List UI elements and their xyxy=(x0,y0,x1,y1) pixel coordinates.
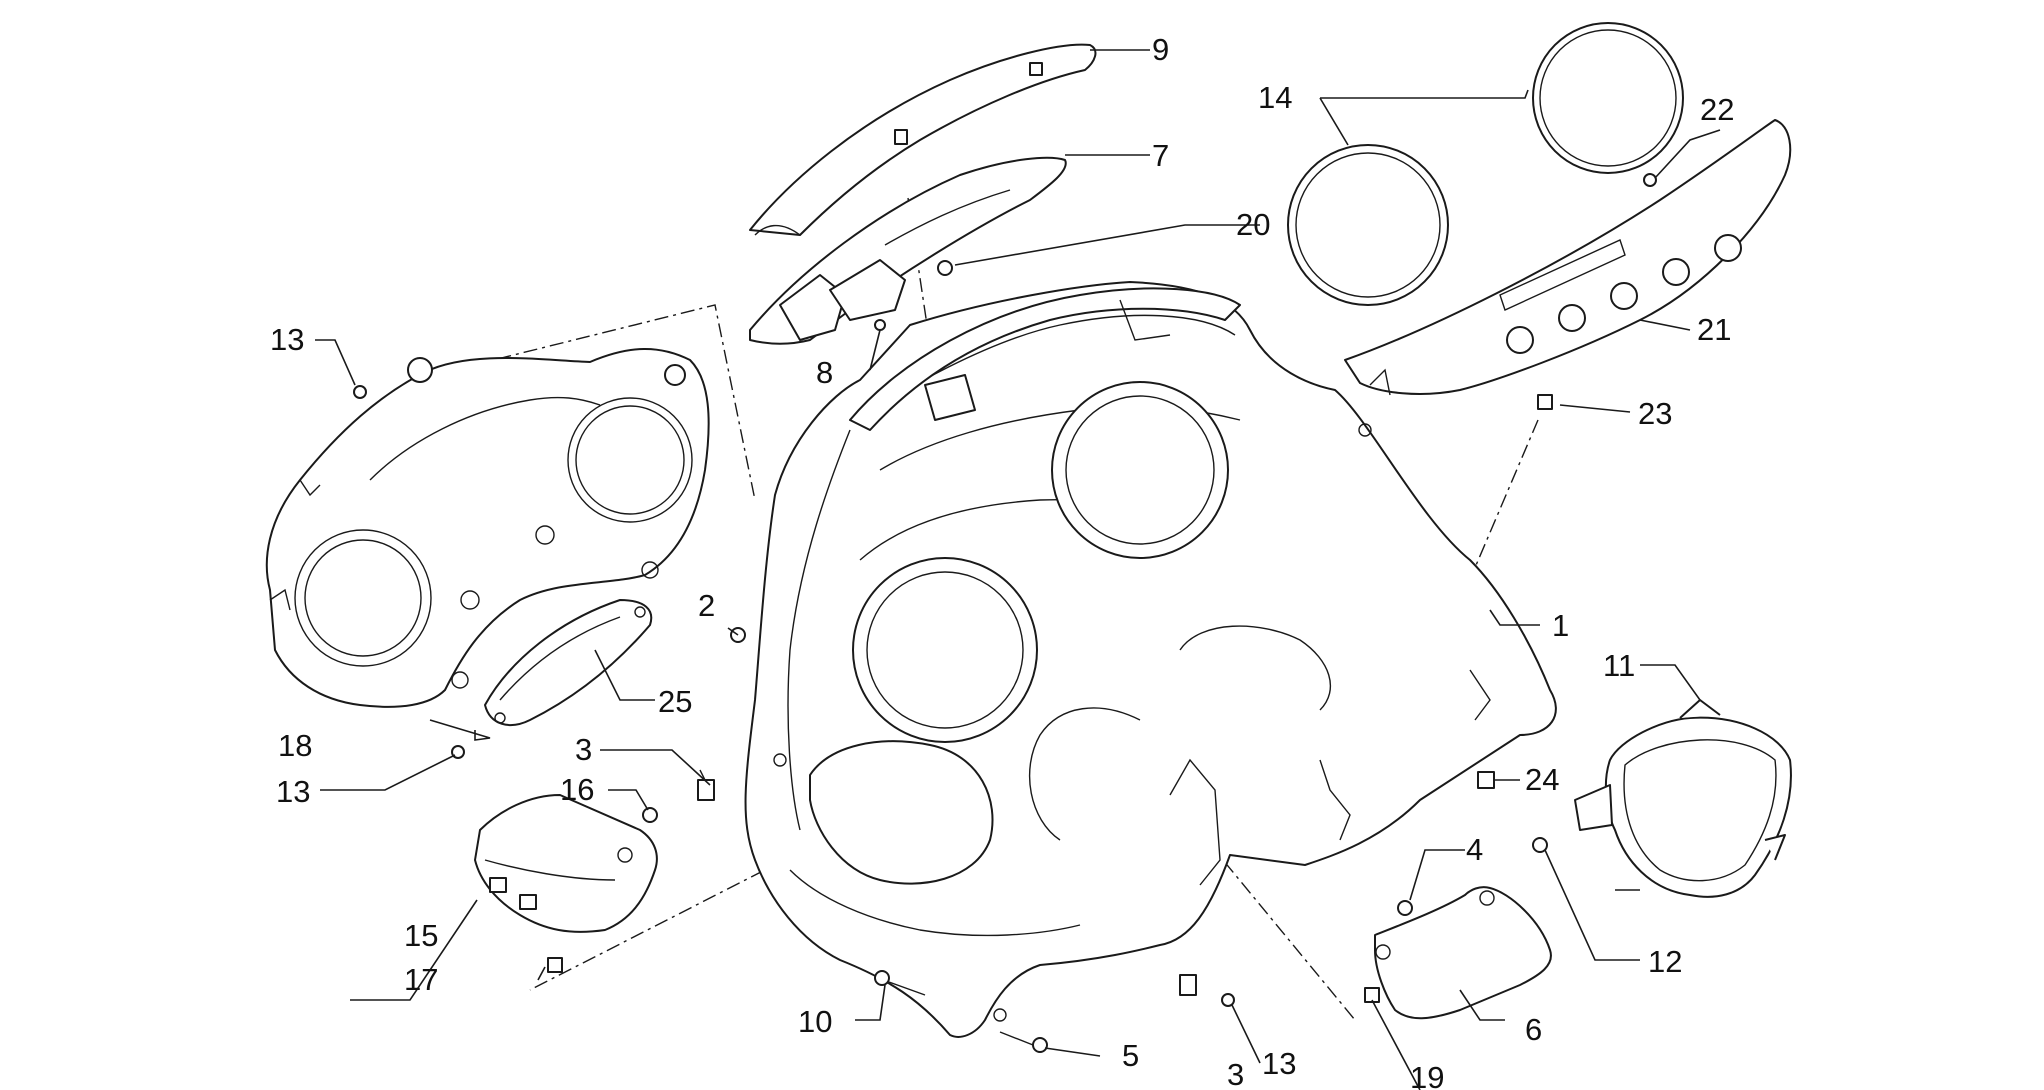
callout-20: 20 xyxy=(1236,207,1270,242)
callout-3-bottom: 3 xyxy=(1227,1057,1244,1090)
part-6-lower-plate xyxy=(1374,886,1552,1020)
part-18-instrument-housing xyxy=(265,348,710,708)
callout-9: 9 xyxy=(1152,32,1169,67)
callout-22: 22 xyxy=(1700,92,1734,127)
callout-23: 23 xyxy=(1638,396,1672,431)
callout-2: 2 xyxy=(698,588,715,623)
leader-lines xyxy=(315,49,1721,1090)
callout-5: 5 xyxy=(1122,1038,1139,1073)
callout-8: 8 xyxy=(816,355,833,390)
callout-15: 15 xyxy=(404,918,438,953)
callout-13-bottom: 13 xyxy=(1262,1046,1296,1081)
callout-3-left: 3 xyxy=(575,732,592,767)
part-9-top-spoiler xyxy=(749,43,1097,236)
callout-25: 25 xyxy=(658,684,692,719)
callout-4: 4 xyxy=(1466,832,1483,867)
callout-1: 1 xyxy=(1552,608,1569,643)
part-1-front-fairing xyxy=(744,281,1557,1038)
part-21-switch-panel xyxy=(1344,119,1792,396)
part-15-cover-box xyxy=(474,794,658,933)
callout-12: 12 xyxy=(1648,944,1682,979)
callout-10: 10 xyxy=(798,1004,832,1039)
callout-13-mid: 13 xyxy=(276,774,310,809)
callout-13-top: 13 xyxy=(270,322,304,357)
part-14-trim-rings xyxy=(1287,22,1684,306)
part-7-spoiler-bracket xyxy=(749,156,1067,345)
callout-19: 19 xyxy=(1410,1060,1444,1090)
callout-18: 18 xyxy=(278,728,312,763)
callout-7: 7 xyxy=(1152,138,1169,173)
callout-24: 24 xyxy=(1525,762,1559,797)
part-11-right-gauge xyxy=(1574,699,1792,898)
part-25-display-screen xyxy=(484,599,653,726)
callout-21: 21 xyxy=(1697,312,1731,347)
callout-16: 16 xyxy=(560,772,594,807)
callout-labels: 1 2 3 3 4 5 6 7 8 9 10 11 12 13 13 13 14… xyxy=(270,32,1734,1090)
callout-17: 17 xyxy=(404,962,438,997)
callout-11: 11 xyxy=(1603,648,1635,683)
callout-6: 6 xyxy=(1525,1012,1542,1047)
callout-14: 14 xyxy=(1258,80,1292,115)
